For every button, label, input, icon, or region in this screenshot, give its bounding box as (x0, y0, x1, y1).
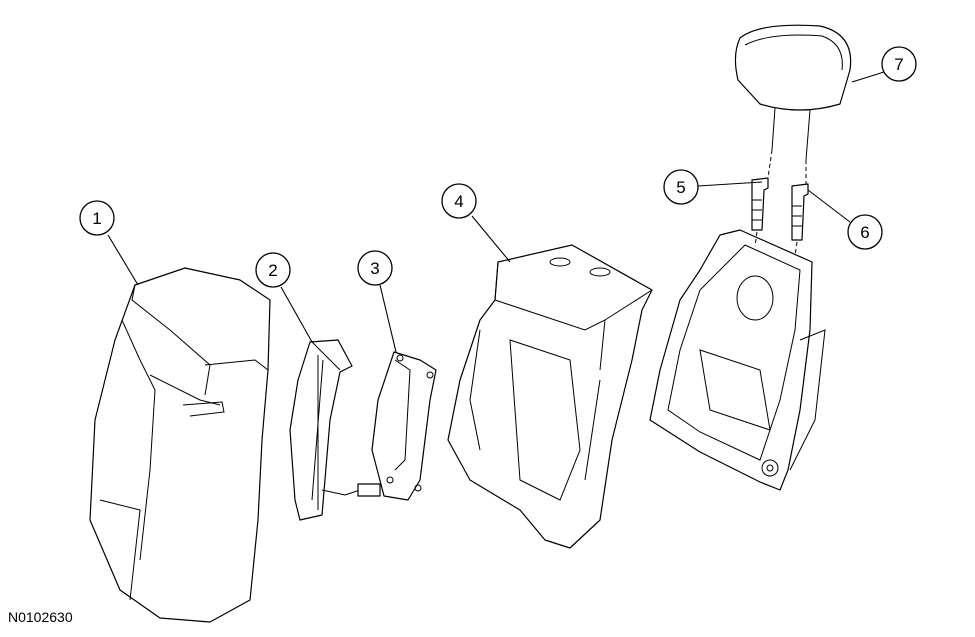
callout-circle (663, 169, 699, 205)
seat-back-frame (649, 229, 826, 491)
callout-4: 4 (441, 183, 511, 263)
assembly-lines (754, 149, 807, 257)
callout-label: 2 (268, 261, 277, 280)
part-3-bracket (371, 351, 437, 501)
callout-label: 6 (860, 223, 869, 242)
callout-label: 4 (454, 192, 463, 211)
callout-circle (357, 250, 393, 286)
callout-circle (881, 46, 917, 82)
callout-5: 5 (663, 169, 763, 205)
callout-circle (441, 183, 477, 219)
callout-1: 1 (79, 200, 139, 286)
callout-label: 3 (370, 259, 379, 278)
callout-label: 5 (676, 178, 685, 197)
callout-circle (847, 214, 883, 250)
part-5-headrest-guide-left (751, 177, 769, 231)
callout-2: 2 (255, 252, 313, 343)
callout-circle (255, 252, 291, 288)
callout-label: 7 (894, 55, 903, 74)
part-1-seat-back-cover (89, 267, 271, 623)
callout-label: 1 (92, 209, 101, 228)
callout-7: 7 (851, 46, 917, 83)
part-6-headrest-guide-right (791, 183, 809, 241)
part-2-side-airbag-module (289, 339, 381, 521)
callout-6: 6 (807, 189, 883, 250)
part-4-seat-back-pad (447, 244, 653, 549)
part-7-headrest (734, 24, 852, 161)
callout-3: 3 (357, 250, 397, 353)
callout-circle (79, 200, 115, 236)
figure-id: N0102630 (8, 609, 73, 625)
